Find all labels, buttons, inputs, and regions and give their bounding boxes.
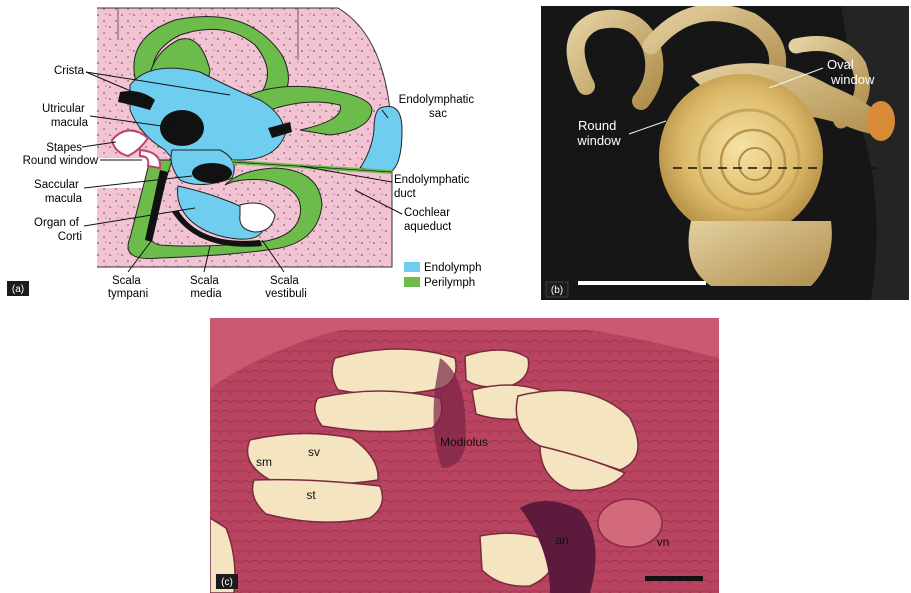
legend-label-endolymph: Endolymph [424,262,482,274]
panel-a-schematic: Crista Utricular macula Stapes Round win… [0,0,540,305]
panel-a-tag: (a) [12,284,24,295]
label-round-window: Round window [23,155,99,167]
label-sv: sv [308,445,320,459]
label-scala-media: Scala media [190,275,222,300]
label-cochlear-aqueduct: Cochlear aqueduct [404,207,453,233]
legend: Endolymph Perilymph [404,262,482,289]
label-saccular-macula: Saccular macula [34,179,83,205]
label-endolymphatic-sac: Endolymphatic sac [399,94,478,120]
label-scala-vestibuli: Scala vestibuli [265,275,307,300]
panel-c-histology: Modiolus sv sm st an vn (c) [210,318,719,593]
legend-swatch-perilymph [404,277,420,287]
legend-swatch-endolymph [404,262,420,272]
label-an: an [555,533,568,547]
cochlea-section: Modiolus sv sm st an vn (c) [210,318,719,593]
label-modiolus: Modiolus [440,435,488,449]
label-st: st [306,488,316,502]
inner-ear-schematic: Crista Utricular macula Stapes Round win… [0,0,540,305]
label-scala-tympani: Scala tympani [108,275,148,300]
label-utricular-macula: Utricular macula [42,103,89,129]
legend-label-perilymph: Perilymph [424,277,475,289]
scale-bar-b [578,281,706,285]
panel-b-tag: (b) [551,285,563,296]
label-vn: vn [657,535,670,549]
panel-b-photo: Round window Oval window (b) [541,6,909,300]
label-round-window-b: Round window [576,118,621,148]
scale-bar-c [645,576,703,581]
cochlea-photo: Round window Oval window (b) [541,6,909,300]
vestibular-nerve [598,499,662,547]
panel-c-tag: (c) [221,577,233,588]
label-endolymphatic-duct: Endolymphatic duct [394,174,473,200]
label-crista: Crista [54,65,85,77]
label-organ-of-corti: Organ of Corti [34,217,82,243]
label-sm: sm [256,455,272,469]
label-stapes: Stapes [46,142,82,154]
